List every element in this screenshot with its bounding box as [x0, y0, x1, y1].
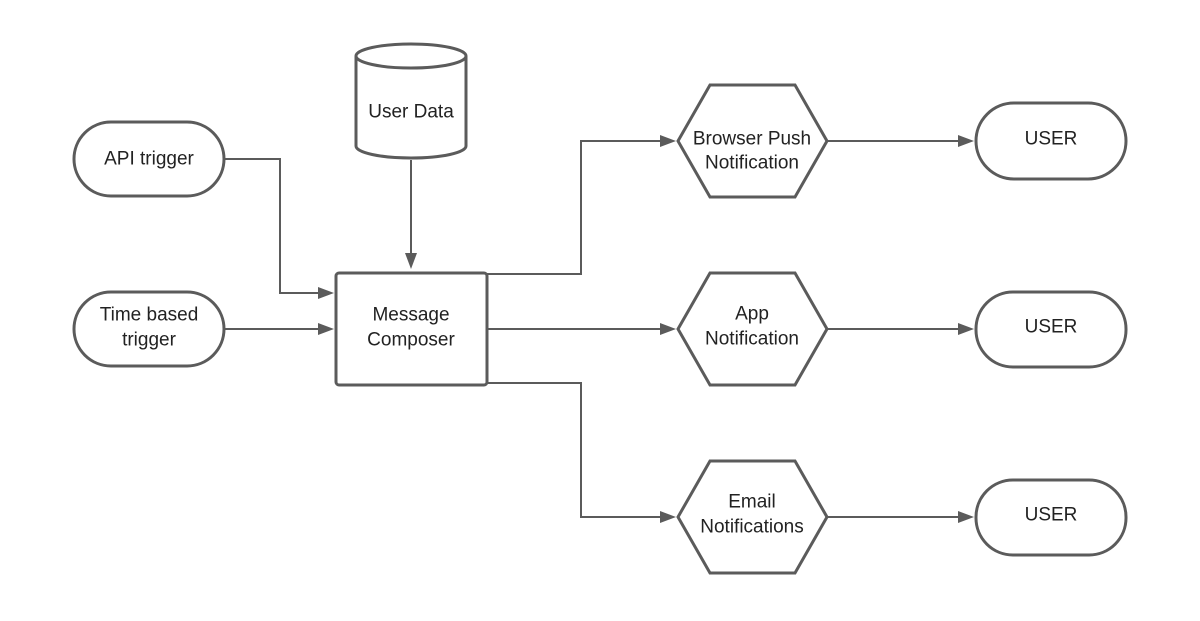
time-trigger-label-line2: trigger: [122, 330, 177, 351]
connector-composer-to-email: [487, 382, 660, 518]
arrowhead-user-3: [958, 511, 974, 523]
user-data-database: User Data: [354, 42, 468, 160]
user-data-label: User Data: [368, 102, 454, 123]
api-trigger-node: API trigger: [72, 120, 226, 198]
user-node-2: USER: [974, 290, 1128, 369]
app-notification-node: App Notification: [676, 271, 829, 387]
time-trigger-label-line1: Time based: [100, 305, 199, 326]
browser-push-label-line1: Browser Push: [693, 129, 811, 150]
arrowhead-userdata: [405, 253, 417, 269]
arrowhead-browser: [660, 135, 676, 147]
app-notification-label-line1: App: [735, 304, 769, 325]
email-notification-label-line2: Notifications: [700, 517, 804, 538]
arrowhead-app: [660, 323, 676, 335]
message-composer-node: Message Composer: [334, 271, 489, 387]
email-notification-node: Email Notifications: [676, 459, 829, 575]
arrowhead-email: [660, 511, 676, 523]
email-notification-label-line1: Email: [728, 492, 776, 513]
composer-label-line2: Composer: [367, 330, 455, 351]
user-node-3: USER: [974, 478, 1128, 557]
arrowhead-user-2: [958, 323, 974, 335]
connector-api-to-composer: [224, 158, 320, 294]
user-node-1: USER: [974, 101, 1128, 181]
arrowhead-api: [318, 287, 334, 299]
api-trigger-label: API trigger: [104, 149, 194, 170]
browser-push-label-line2: Notification: [705, 153, 799, 174]
browser-push-node: Browser Push Notification: [676, 83, 829, 199]
arrowhead-user-1: [958, 135, 974, 147]
composer-label-line1: Message: [372, 305, 449, 326]
connector-composer-to-browser: [487, 140, 660, 275]
user-label-2: USER: [1025, 317, 1078, 338]
connectors: [224, 135, 974, 523]
time-trigger-node: Time based trigger: [72, 290, 226, 368]
user-label-3: USER: [1025, 505, 1078, 526]
app-notification-label-line2: Notification: [705, 329, 799, 350]
user-label-1: USER: [1025, 129, 1078, 150]
arrowhead-time: [318, 323, 334, 335]
